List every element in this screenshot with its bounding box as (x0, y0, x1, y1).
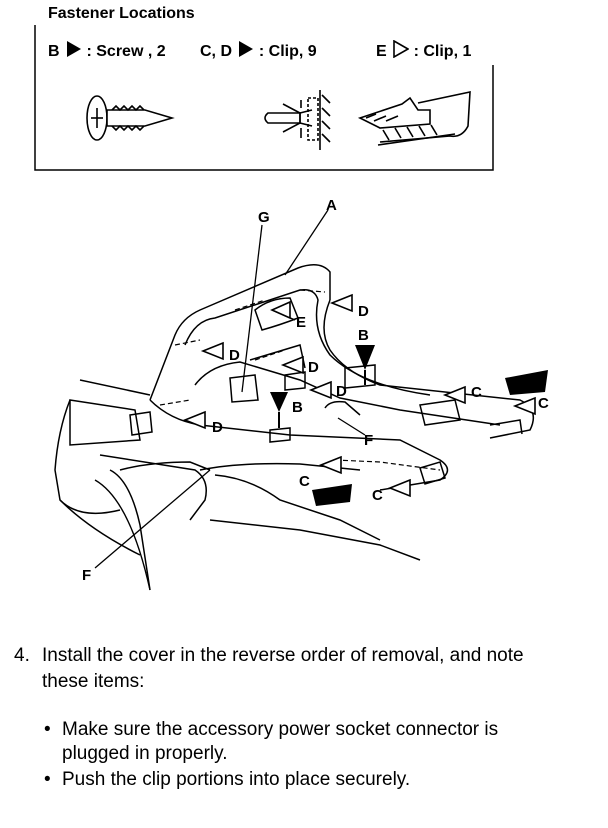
callout-d: D (212, 419, 223, 436)
filled-triangle-icon (67, 41, 82, 57)
bullet-dot-icon: • (44, 719, 51, 740)
screw-illustration (86, 95, 175, 141)
clip-e-illustration (357, 91, 471, 146)
callout-c: C (372, 487, 383, 504)
callout-g: G (258, 209, 270, 226)
legend-letters: B (48, 43, 60, 60)
callout-f: F (364, 432, 373, 449)
hollow-triangle-icon (393, 39, 410, 59)
legend-desc: : Clip, 1 (413, 43, 472, 60)
step-number: 4. (14, 645, 30, 666)
cover-diagram: A G D E B D D D C B C D F C C F (54, 197, 549, 591)
bullet-item: • Push the clip portions into place secu… (44, 768, 564, 792)
clip-cd-illustration (264, 90, 331, 150)
bullet-item: • Make sure the accessory power socket c… (44, 718, 564, 766)
legend-screw-b: B : Screw , 2 (48, 40, 166, 61)
callout-c: C (299, 473, 310, 490)
callout-d: D (336, 383, 347, 400)
legend-desc: : Screw , 2 (86, 43, 166, 60)
callout-d: D (308, 359, 319, 376)
legend-letters: E (376, 43, 387, 60)
instruction-bullets: • Make sure the accessory power socket c… (44, 718, 564, 794)
callout-c: C (538, 395, 549, 412)
legend-clip-e: E : Clip, 1 (376, 39, 472, 61)
legend-letters: C, D (200, 43, 232, 60)
bullet-text: Push the clip portions into place secure… (62, 769, 411, 790)
callout-a: A (326, 197, 337, 214)
callout-d: D (229, 347, 240, 364)
filled-triangle-icon (239, 41, 254, 57)
callout-b: B (292, 399, 303, 416)
fastener-locations-box (34, 25, 494, 171)
bullet-dot-icon: • (44, 769, 51, 790)
callout-d: D (358, 303, 369, 320)
fastener-locations-title: Fastener Locations (48, 5, 195, 22)
callout-c: C (471, 384, 482, 401)
bullet-text: Make sure the accessory power socket con… (62, 719, 499, 764)
callout-e: E (296, 314, 306, 331)
legend-clip-cd: C, D : Clip, 9 (200, 40, 317, 61)
callout-b: B (358, 327, 369, 344)
callout-f: F (82, 567, 91, 584)
legend-desc: : Clip, 9 (258, 43, 317, 60)
step-text: Install the cover in the reverse order o… (42, 645, 524, 692)
